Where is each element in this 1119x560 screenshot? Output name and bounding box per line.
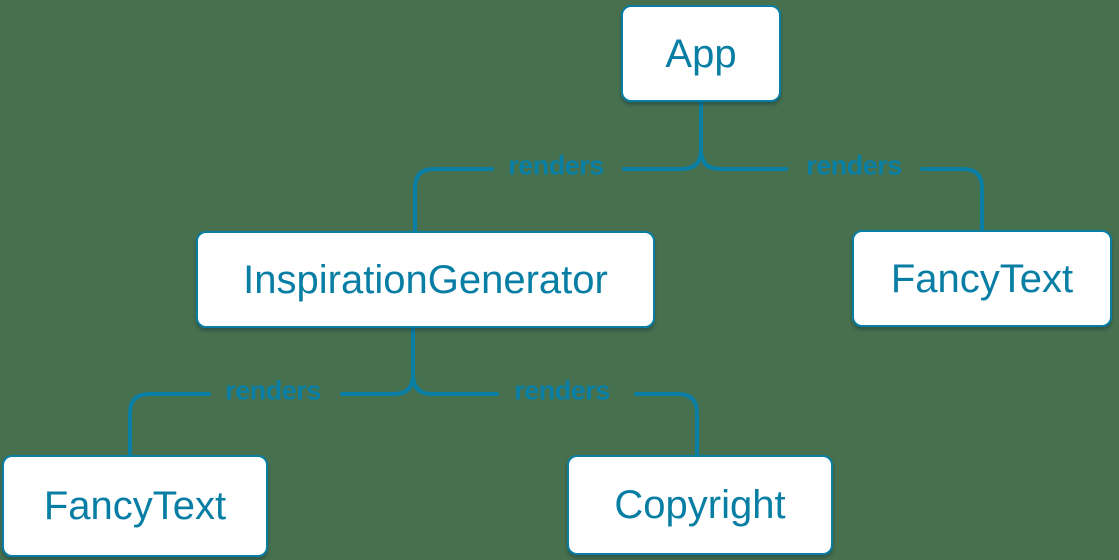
node-app: App xyxy=(621,5,781,102)
edge-label-inspirationgenerator-copyright: renders xyxy=(514,375,610,406)
node-inspiration-generator: InspirationGenerator xyxy=(196,231,655,328)
node-app-label: App xyxy=(665,31,737,76)
edge-label-app-fancytext: renders xyxy=(806,150,902,181)
node-fancy-text-top: FancyText xyxy=(852,230,1112,327)
edge-app-to-fancytext xyxy=(699,99,984,233)
edge-label-app-inspirationgenerator: renders xyxy=(508,150,604,181)
node-copyright: Copyright xyxy=(567,455,833,555)
node-copyright-label: Copyright xyxy=(614,483,786,527)
node-fancy-text-bottom: FancyText xyxy=(2,455,268,557)
edge-inspirationgenerator-to-copyright xyxy=(411,326,699,458)
node-fancy-text-bottom-label: FancyText xyxy=(43,484,227,528)
edge-label-inspirationgenerator-fancytext: renders xyxy=(225,375,321,406)
node-inspiration-generator-label: InspirationGenerator xyxy=(243,257,608,302)
node-fancy-text-top-label: FancyText xyxy=(890,256,1074,301)
